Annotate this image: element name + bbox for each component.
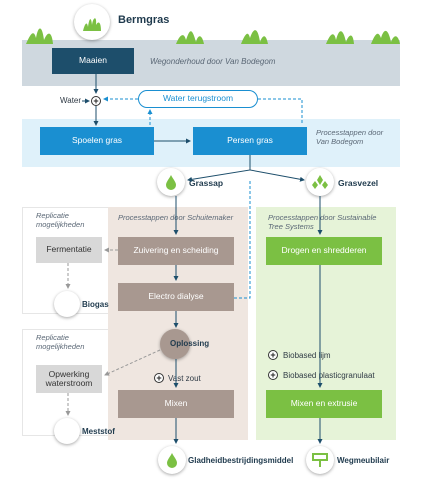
biogas-label: Biogas (82, 300, 109, 309)
water-treatment-box: Opwerking waterstroom (36, 365, 102, 393)
sts-caption: Processtappen door Sustainable Tree Syst… (268, 213, 377, 231)
drop-icon (166, 175, 176, 190)
manure-label: Meststof (82, 427, 115, 436)
grass-juice-label: Grassap (189, 178, 224, 188)
mix-extrude-box: Mixen en extrusie (266, 390, 382, 418)
sign-icon (312, 453, 328, 467)
grass-fiber-label: Grasvezel (338, 178, 379, 188)
manure-circle (54, 418, 80, 444)
road-furniture-circle (306, 446, 334, 474)
solution-circle (160, 329, 190, 359)
solid-salt-label: Vast zout (168, 374, 201, 383)
grass-fiber-circle (306, 168, 334, 196)
replication1-caption: Replicatie mogelijkheden (36, 211, 85, 229)
solution-label: Oplossing (170, 339, 210, 348)
drop-icon (167, 453, 177, 468)
title-bermgras: Bermgras (118, 14, 170, 26)
biogas-circle (54, 291, 80, 317)
dry-shred-box: Drogen en shredderen (266, 237, 382, 265)
fermentation-box: Fermentatie (36, 237, 102, 263)
mow-box: Maaien (52, 48, 134, 74)
road-maintenance-caption: Wegonderhoud door Van Bodegom (150, 57, 276, 66)
granulate-plus-icon: + (268, 370, 278, 380)
grass-juice-circle (157, 168, 185, 196)
fiber-icon (312, 175, 328, 189)
water-return-box: Water terugstroom (138, 90, 258, 108)
glue-label: Biobased lijm (283, 351, 331, 360)
deicer-label: Gladheidbestrijdingsmiddel (188, 456, 294, 465)
grass-icon (26, 28, 400, 44)
purify-box: Zuivering en scheiding (118, 237, 234, 265)
rinse-box: Spoelen gras (40, 127, 154, 155)
mix-box: Mixen (118, 390, 234, 418)
road-furniture-label: Wegmeubilair (337, 456, 390, 465)
deicer-circle (158, 446, 186, 474)
electro-box: Electro dialyse (118, 283, 234, 311)
bodegom-caption: Processtappen door Van Bodegom (316, 128, 384, 146)
water-plus-icon: + (91, 96, 101, 106)
grass-icon (83, 18, 101, 31)
glue-plus-icon: + (268, 350, 278, 360)
solid-salt-plus-icon: + (154, 373, 164, 383)
replication2-caption: Replicatie mogelijkheden (36, 333, 85, 351)
granulate-label: Biobased plasticgranulaat (283, 371, 375, 380)
water-label: Water (60, 96, 82, 105)
grass-icon-circle (74, 4, 110, 40)
press-box: Persen gras (193, 127, 307, 155)
